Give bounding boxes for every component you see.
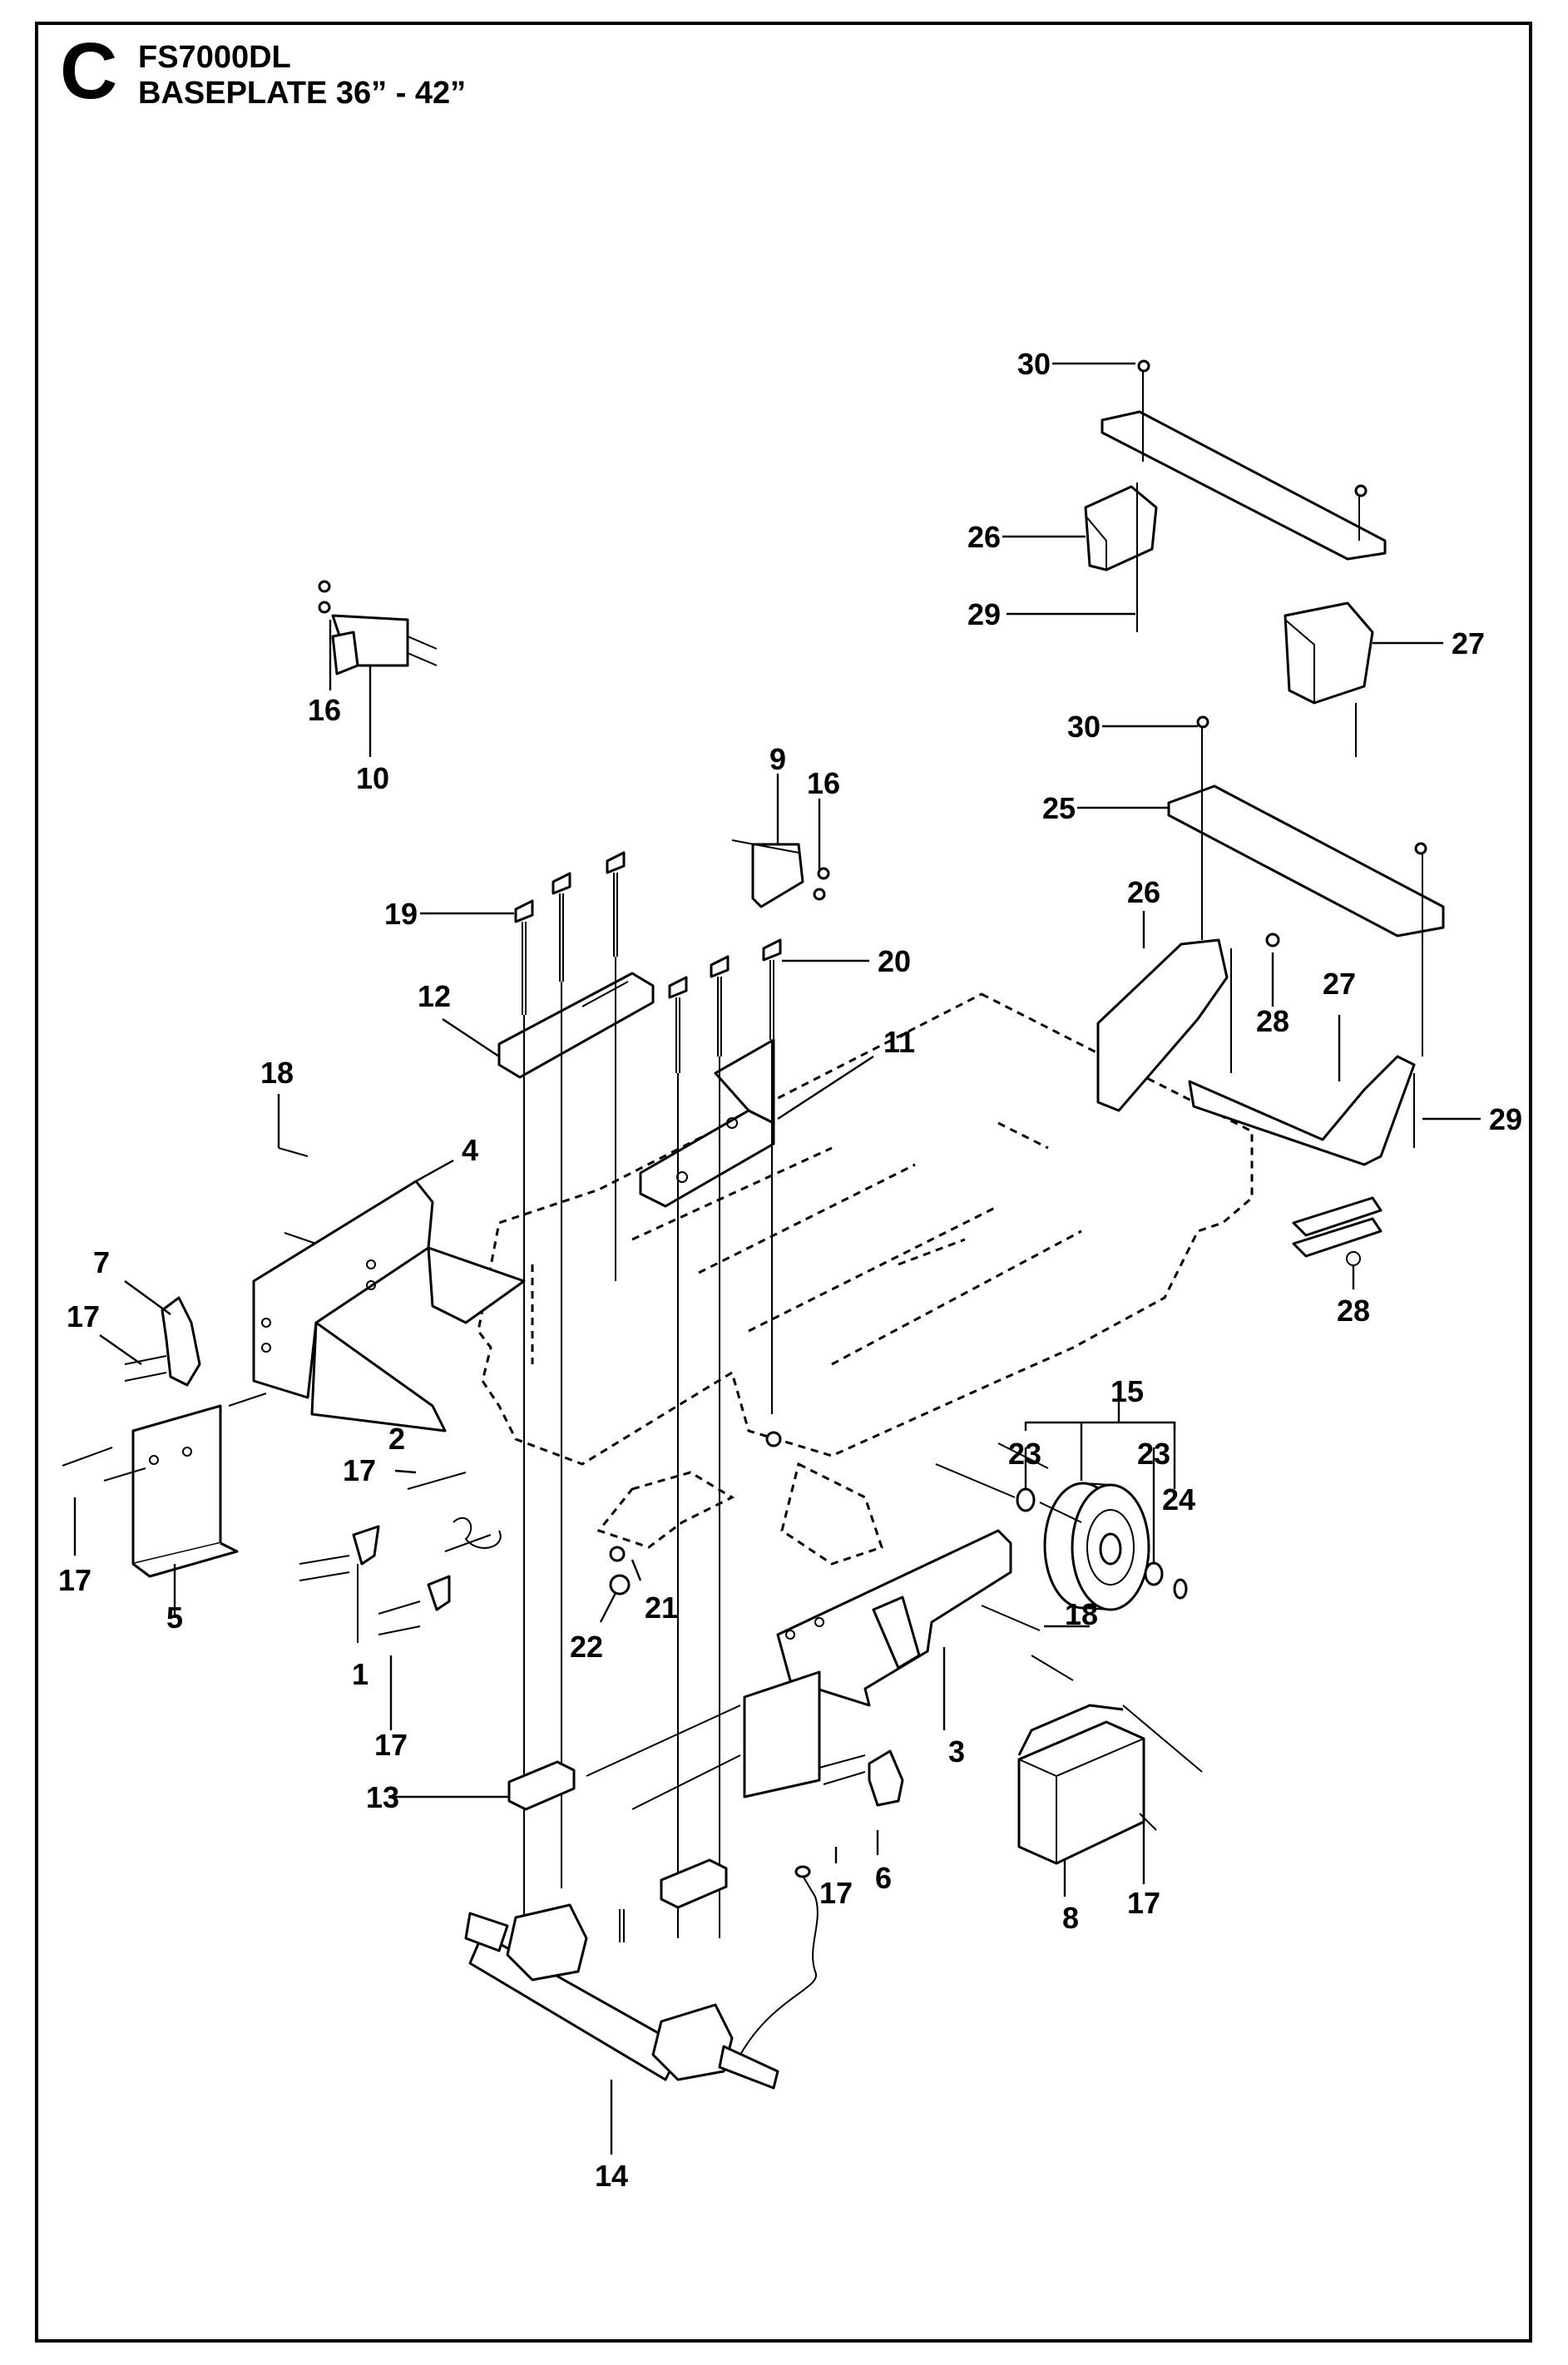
small-fasteners xyxy=(62,359,1427,1831)
callout-18: 18 xyxy=(260,1056,294,1090)
leader-lines xyxy=(73,362,1481,2155)
drawing-frame xyxy=(35,22,1532,2343)
callout-17: 17 xyxy=(58,1563,92,1597)
part-13-block xyxy=(507,1760,576,1811)
callout-27: 27 xyxy=(1323,967,1356,1001)
part-14-axle xyxy=(464,1865,819,2090)
part-9-bracket xyxy=(731,839,804,908)
callout-30: 30 xyxy=(1017,347,1051,381)
callout-8: 8 xyxy=(1062,1901,1079,1935)
block-lower xyxy=(660,1858,728,1909)
callout-30: 30 xyxy=(1067,710,1101,744)
part-3-right-bracket xyxy=(743,1529,1012,1798)
callout-28: 28 xyxy=(1256,1004,1289,1038)
callout-16: 16 xyxy=(308,693,341,727)
callout-16: 16 xyxy=(807,766,840,800)
callout-29: 29 xyxy=(1489,1102,1522,1136)
part-11-bracket xyxy=(639,1038,775,1208)
callout-27: 27 xyxy=(1452,626,1485,661)
callout-17: 17 xyxy=(67,1299,100,1333)
part-2-cable xyxy=(453,1516,502,1549)
callout-7: 7 xyxy=(93,1245,110,1279)
callout-15: 15 xyxy=(1110,1374,1144,1408)
part-15-wheel xyxy=(1043,1482,1150,1611)
hardware-28-lower xyxy=(1292,1196,1383,1266)
part-6-latch xyxy=(868,1749,904,1807)
callout-23: 23 xyxy=(1008,1437,1041,1471)
callout-21: 21 xyxy=(645,1591,678,1625)
part-1-bracket xyxy=(352,1525,451,1643)
seat-plank-upper xyxy=(1101,410,1387,561)
callout-1: 1 xyxy=(352,1657,369,1691)
part-8-box xyxy=(1017,1704,1145,1865)
callout-17: 17 xyxy=(819,1876,853,1910)
callout-4: 4 xyxy=(462,1133,478,1167)
callout-26: 26 xyxy=(967,520,1001,554)
callout-2: 2 xyxy=(388,1422,405,1456)
callout-19: 19 xyxy=(384,897,418,931)
seat-plank-25 xyxy=(1167,784,1445,938)
callout-6: 6 xyxy=(875,1861,892,1895)
callout-28: 28 xyxy=(1337,1294,1370,1328)
callout-12: 12 xyxy=(418,979,451,1013)
callout-5: 5 xyxy=(166,1601,183,1635)
callout-13: 13 xyxy=(366,1780,399,1814)
washers-23-24 xyxy=(935,1463,1188,1600)
model-title: FS7000DL xyxy=(138,40,291,75)
callout-11: 11 xyxy=(883,1025,915,1059)
seat-bracket-26-upper xyxy=(1084,485,1158,571)
callout-25: 25 xyxy=(1042,791,1076,825)
seat-bracket-26-lower xyxy=(1096,938,1229,1112)
diagram-title: BASEPLATE 36” - 42” xyxy=(138,76,467,111)
callout-20: 20 xyxy=(878,944,911,978)
callout-22: 22 xyxy=(570,1630,603,1664)
callout-9: 9 xyxy=(769,742,786,776)
part-5-bracket xyxy=(131,1404,239,1578)
callout-26: 26 xyxy=(1127,875,1160,909)
callout-24: 24 xyxy=(1162,1482,1195,1516)
section-letter: C xyxy=(60,27,118,116)
callout-labels: 30 26 29 27 16 10 30 25 9 16 26 19 20 12… xyxy=(58,347,1522,2193)
baseplate-outline xyxy=(477,992,1254,1566)
callout-18: 18 xyxy=(1065,1597,1098,1631)
part-12-plate xyxy=(497,972,655,1079)
callout-17: 17 xyxy=(374,1728,408,1762)
callout-17: 17 xyxy=(343,1453,376,1487)
seat-bracket-27-lower xyxy=(1188,1055,1416,1166)
part-7-latch xyxy=(161,1296,201,1387)
callout-23: 23 xyxy=(1137,1437,1170,1471)
part-4-left-side-bracket xyxy=(252,1180,526,1432)
part-10-bracket xyxy=(331,614,438,675)
seat-bolts-vertical xyxy=(1136,366,1423,1148)
callout-3: 3 xyxy=(948,1734,965,1769)
callout-29: 29 xyxy=(967,597,1001,631)
long-bolts xyxy=(514,851,782,1938)
seat-bracket-27-upper xyxy=(1284,601,1374,705)
callout-14: 14 xyxy=(595,2159,628,2193)
callout-10: 10 xyxy=(356,761,389,795)
callout-17: 17 xyxy=(1127,1886,1160,1920)
